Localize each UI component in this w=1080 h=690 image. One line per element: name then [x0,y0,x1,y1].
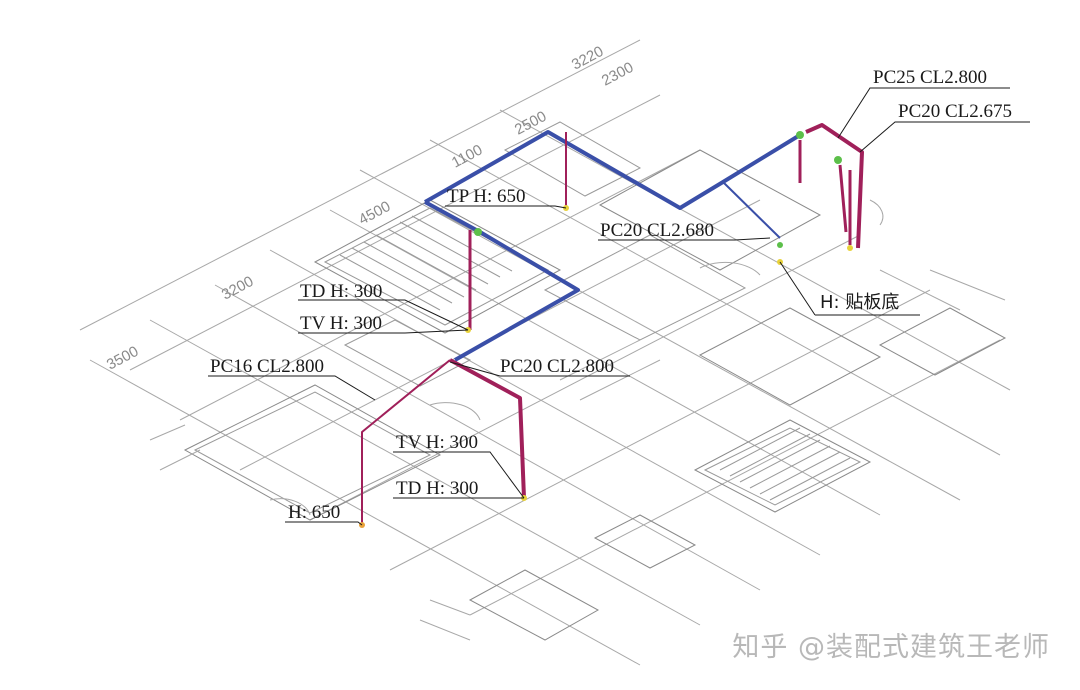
floor-plan-linework [79,39,1011,666]
label-tv-h300-upper: TV H: 300 [300,313,382,334]
dim-4500: 4500 [356,198,393,229]
label-tv-h300-lower: TV H: 300 [396,432,478,453]
label-h650: H: 650 [288,502,340,523]
blue-conduit-run [424,130,802,362]
watermark: 知乎 @装配式建筑王老师 [732,632,1050,663]
dim-3500: 3500 [104,343,141,374]
label-td-h300-upper: TD H: 300 [300,281,382,302]
annotation-labels: PC25 CL2.800 PC20 CL2.675 TP H: 650 PC20… [210,67,1012,523]
label-td-h300-lower: TD H: 300 [396,478,478,499]
dim-2300: 2300 [599,59,636,90]
label-tp-h650: TP H: 650 [447,186,525,207]
junction-markers [359,131,853,528]
magenta-conduit-runs [361,123,864,525]
label-pc16-cl2800: PC16 CL2.800 [210,356,324,377]
dim-3220: 3220 [569,43,606,74]
label-h-under-slab: H: 贴板底 [820,292,899,313]
label-pc20-cl2675: PC20 CL2.675 [898,101,1012,122]
leader-lines [208,87,1030,526]
label-pc20-cl2800: PC20 CL2.800 [500,356,614,377]
label-pc20-cl2680: PC20 CL2.680 [600,220,714,241]
label-pc25-cl2800: PC25 CL2.800 [873,67,987,88]
dim-3200: 3200 [219,273,256,304]
